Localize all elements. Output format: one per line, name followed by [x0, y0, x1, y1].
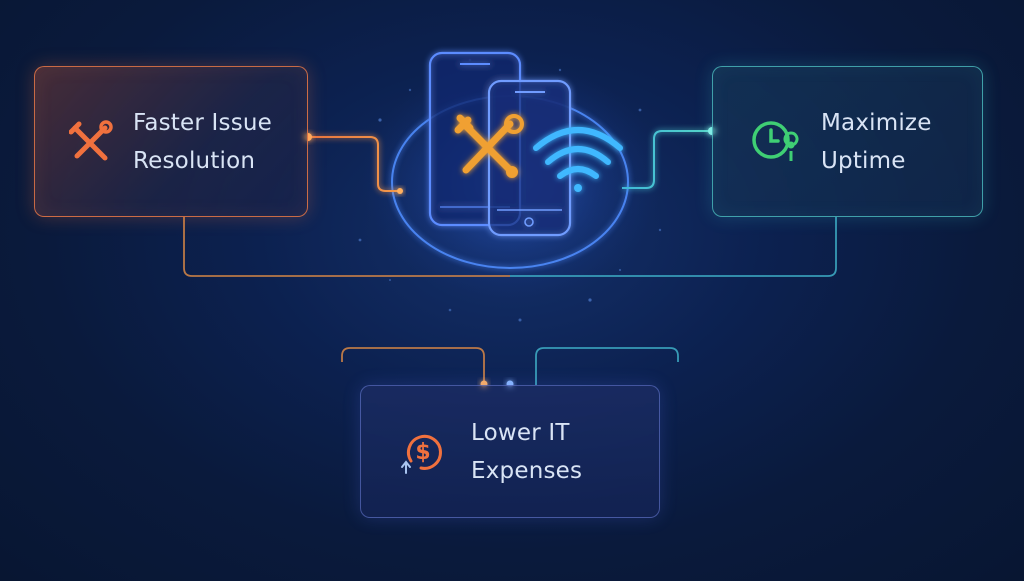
- card-lower-it-expenses: $ Lower IT Expenses: [360, 385, 660, 518]
- card-maximize-uptime: Maximize Uptime: [712, 66, 983, 217]
- card-right-line2: Uptime: [821, 147, 906, 174]
- card-left-label: Faster Issue Resolution: [133, 104, 272, 180]
- connector-left-hub: [308, 136, 402, 192]
- card-bottom-line1: Lower IT: [471, 419, 570, 446]
- card-right-line1: Maximize: [821, 109, 932, 136]
- card-left-line2: Resolution: [133, 147, 256, 174]
- clock-location-icon: [747, 115, 801, 169]
- mobile-phones-icon: [428, 51, 572, 237]
- card-right-label: Maximize Uptime: [821, 104, 932, 180]
- connector-left-hub-dot: [397, 188, 403, 194]
- connector-bottom-right: [535, 347, 679, 385]
- connector-right-hub: [622, 130, 712, 189]
- card-left-line1: Faster Issue: [133, 109, 273, 136]
- connector-bottom-left: [341, 347, 485, 385]
- wifi-icon: [533, 127, 623, 192]
- card-faster-issue-resolution: Faster Issue Resolution: [34, 66, 308, 217]
- connector-bus-right: [510, 217, 837, 277]
- tools-icon: [454, 114, 524, 178]
- card-bottom-line2: Expenses: [471, 457, 583, 484]
- dollar-cycle-icon: $: [399, 427, 449, 477]
- connector-bus-left: [183, 217, 510, 277]
- svg-text:$: $: [415, 440, 430, 465]
- tools-icon: [69, 119, 113, 164]
- card-bottom-label: Lower IT Expenses: [471, 414, 582, 490]
